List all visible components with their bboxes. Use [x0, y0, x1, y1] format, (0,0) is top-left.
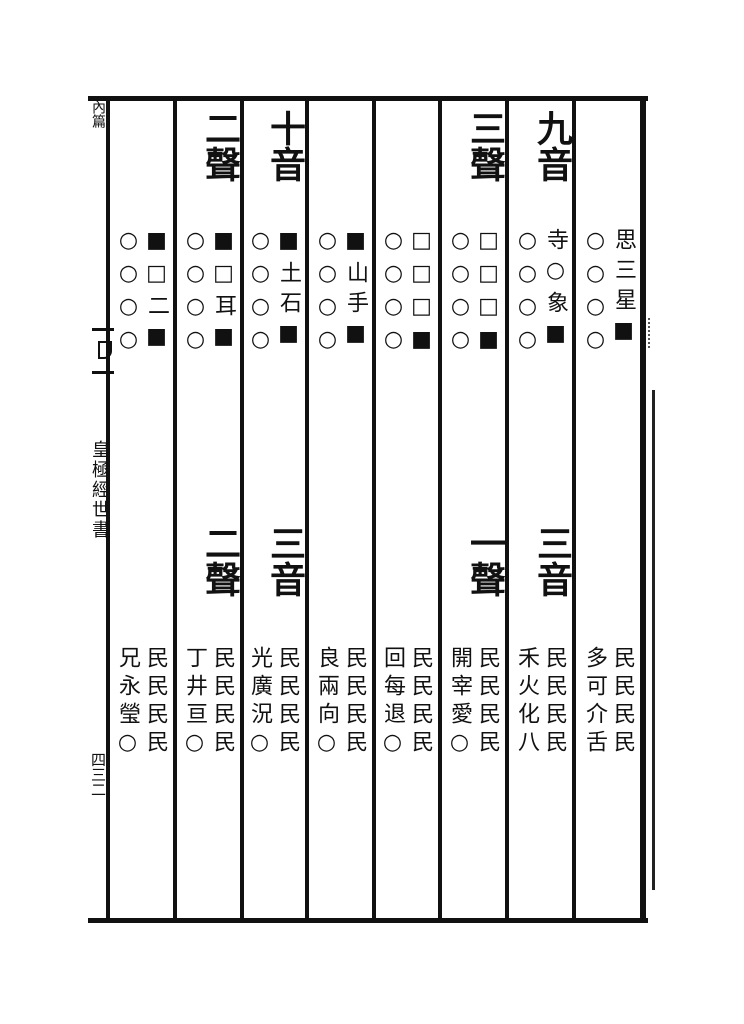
- lower-row-left: 禾火化八: [514, 646, 539, 758]
- column-heading: 二聲: [199, 110, 241, 182]
- lower-row-left: 回每退○: [380, 646, 405, 761]
- column-8: ■□二■ ○○○○ 民民民民 兄永瑩○: [110, 100, 173, 918]
- lower-row-right: 民民民民: [143, 646, 168, 758]
- sound-row-right: ■□耳■: [211, 228, 236, 357]
- lower-row-left: 多可介舌: [582, 646, 607, 758]
- lower-row-right: 民民民民: [275, 646, 300, 758]
- sound-row-right: 寺○象■: [543, 228, 568, 354]
- sound-row-left: ○○○○: [315, 228, 340, 360]
- lower-row-right: 民民民民: [475, 646, 500, 758]
- fishtail-mark-icon: [92, 328, 114, 374]
- right-outer-rule: [652, 390, 655, 890]
- lower-row-left: 開宰愛○: [447, 646, 472, 761]
- sound-row-left: ○○○○: [381, 228, 406, 360]
- page-number: 四三二: [89, 752, 107, 797]
- column-mid-heading: 一聲: [464, 525, 506, 597]
- sound-row-left: ○○○○: [116, 228, 141, 360]
- sound-row-left: ○○○○: [183, 228, 208, 360]
- sound-row-right: ■土石■: [276, 228, 301, 354]
- column-heading: 九音: [531, 110, 573, 182]
- column-divider: [173, 100, 177, 918]
- column-4: □□□■ ○○○○ 民民民民 回每退○: [376, 100, 438, 918]
- lower-row-left: 兄永瑩○: [115, 646, 140, 761]
- lower-row-right: 民民民民: [408, 646, 433, 758]
- sound-row-right: 思三星■: [611, 228, 636, 351]
- right-border-rule: [640, 96, 646, 923]
- column-divider: [572, 100, 576, 918]
- column-divider: [106, 100, 110, 918]
- column-3: 三聲 □□□■ ○○○○ 一聲 民民民民 開宰愛○: [442, 100, 506, 918]
- right-dotted-mark: [648, 318, 660, 348]
- column-mid-heading: 三音: [531, 525, 573, 597]
- column-5: ■山手■ ○○○○ 民民民民 良兩向○: [309, 100, 372, 918]
- column-divider: [505, 100, 509, 918]
- column-mid-heading: 二聲: [199, 525, 241, 597]
- column-heading: 十音: [264, 110, 306, 182]
- top-border-rule: [88, 96, 648, 101]
- sound-row-left: ○○○○: [448, 228, 473, 360]
- sound-row-right: ■山手■: [343, 228, 368, 354]
- column-mid-heading: 三音: [264, 525, 306, 597]
- column-divider: [305, 100, 309, 918]
- lower-row-right: 民民民民: [542, 646, 567, 758]
- column-7: 二聲 ■□耳■ ○○○○ 二聲 民民民民 丁井亘○: [177, 100, 241, 918]
- sound-row-right: □□□■: [476, 228, 501, 360]
- column-divider: [438, 100, 442, 918]
- column-heading: 三聲: [464, 110, 506, 182]
- lower-row-left: 光廣況○: [247, 646, 272, 761]
- sound-row-right: ■□二■: [144, 228, 169, 357]
- lower-row-right: 民民民民: [210, 646, 235, 758]
- lower-row-left: 丁井亘○: [182, 646, 207, 761]
- sound-row-right: □□□■: [409, 228, 434, 360]
- column-divider: [372, 100, 376, 918]
- book-title: 皇極經世書: [89, 440, 110, 540]
- lower-row-left: 良兩向○: [314, 646, 339, 761]
- column-6: 十音 ■土石■ ○○○○ 三音 民民民民 光廣況○: [244, 100, 306, 918]
- margin-chapter-label: 內篇: [90, 100, 106, 128]
- sound-row-left: ○○○○: [515, 228, 540, 360]
- column-1: 思三星■ ○○○○ 民民民民 多可介舌: [576, 100, 640, 918]
- column-divider: [240, 100, 244, 918]
- bottom-border-rule: [88, 918, 648, 923]
- column-2: 九音 寺○象■ ○○○○ 三音 民民民民 禾火化八: [509, 100, 573, 918]
- sound-row-left: ○○○○: [248, 228, 273, 360]
- sound-row-left: ○○○○: [583, 228, 608, 360]
- lower-row-right: 民民民民: [342, 646, 367, 758]
- lower-row-right: 民民民民: [610, 646, 635, 758]
